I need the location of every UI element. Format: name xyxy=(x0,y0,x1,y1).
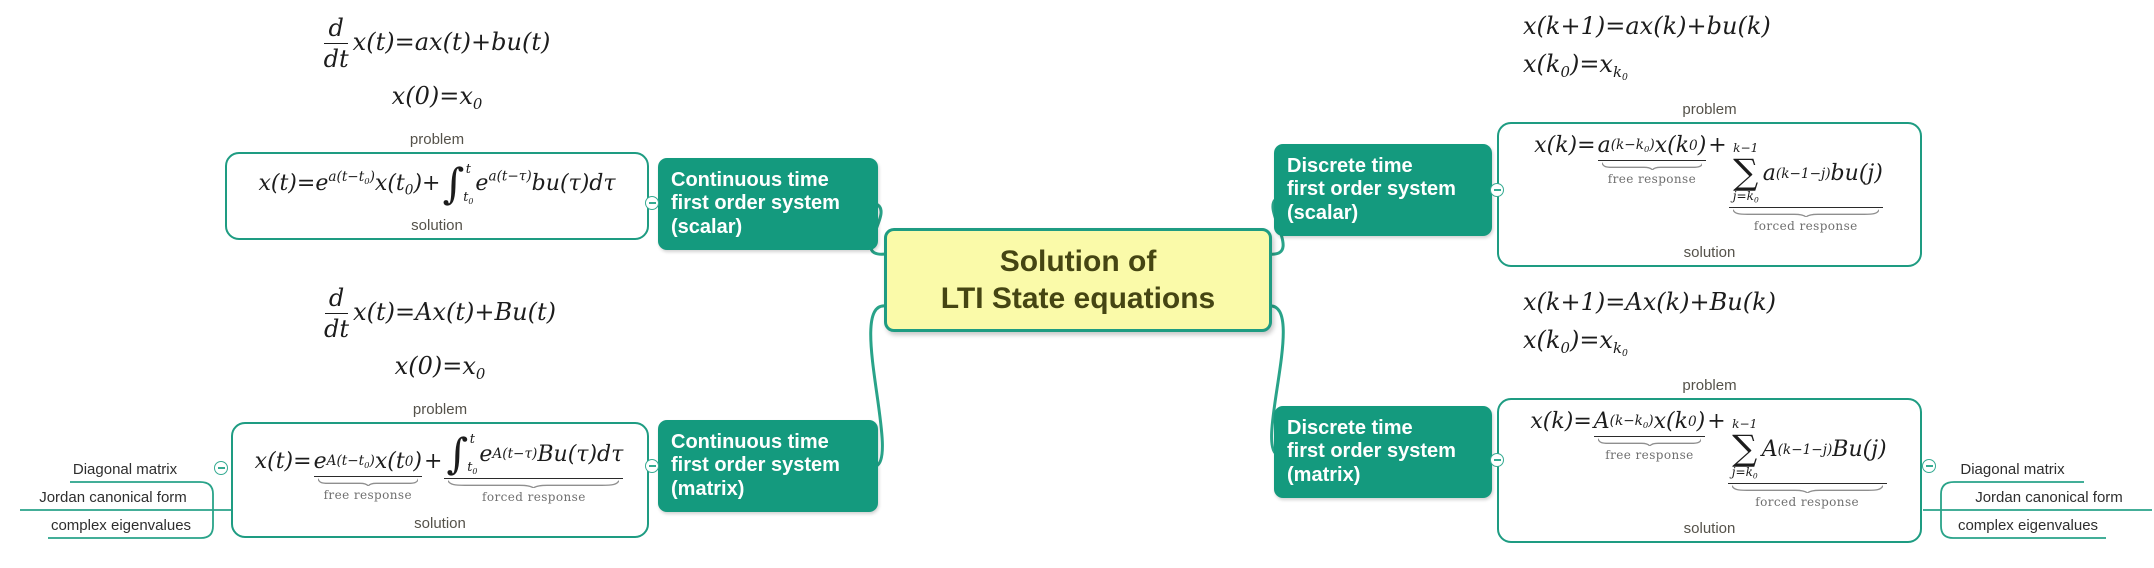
topic-label-line: first order system xyxy=(671,192,840,215)
group-discrete-matrix: x(k+1)=Ax(k)+Bu(k) x(k0)=xk0 problem x(k… xyxy=(1497,288,1922,544)
collapse-toggle-icon[interactable] xyxy=(1922,459,1936,473)
topic-discrete-scalar[interactable]: Discrete time first order system (scalar… xyxy=(1274,144,1492,236)
problem-equations: x(k+1)=ax(k)+bu(k) x(k0)=xk0 xyxy=(1497,12,1922,92)
connector-center-to-continuous-matrix xyxy=(869,304,887,468)
topic-label-line: (matrix) xyxy=(671,477,745,500)
subtopic-diagonal-matrix[interactable]: Diagonal matrix xyxy=(1960,461,2065,478)
topic-label-line: Discrete time xyxy=(1287,155,1413,177)
collapse-toggle-icon[interactable] xyxy=(645,196,659,210)
topic-label-line: Discrete time xyxy=(1287,417,1413,439)
group-discrete-scalar: x(k+1)=ax(k)+bu(k) x(k0)=xk0 problem x(k… xyxy=(1497,12,1922,268)
subtopic-complex-eigenvalues[interactable]: complex eigenvalues xyxy=(50,517,192,534)
connector-center-to-discrete-matrix xyxy=(1267,304,1285,457)
collapse-toggle-icon[interactable] xyxy=(1490,453,1504,467)
topic-label-line: first order system xyxy=(1287,178,1456,201)
equation-state: x(k+1)=ax(k)+bu(k) xyxy=(1523,12,1771,40)
topic-continuous-scalar[interactable]: Continuous time first order system (scal… xyxy=(658,158,878,250)
collapse-toggle-icon[interactable] xyxy=(645,459,659,473)
collapse-toggle-icon[interactable] xyxy=(1490,183,1504,197)
central-topic-title-line1: Solution of xyxy=(999,244,1157,278)
problem-node[interactable]: problem xyxy=(409,131,465,149)
central-topic[interactable]: Solution of LTI State equations xyxy=(884,228,1272,332)
problem-node[interactable]: problem xyxy=(1682,377,1737,395)
topic-continuous-matrix[interactable]: Continuous time first order system (matr… xyxy=(658,420,878,512)
topic-label-line: first order system xyxy=(671,454,840,477)
topic-label-line: (matrix) xyxy=(1287,463,1361,486)
problem-node[interactable]: problem xyxy=(412,401,468,419)
subtopic-jordan-canonical-form[interactable]: Jordan canonical form xyxy=(39,489,187,506)
topic-label-line: Continuous time xyxy=(671,169,829,191)
solution-label: solution xyxy=(414,515,466,533)
central-topic-title-line2: LTI State equations xyxy=(940,282,1216,315)
solution-label: solution xyxy=(1683,244,1736,262)
equation-initial-condition: x(k0)=xk0 xyxy=(1523,326,1628,360)
topic-label-line: (scalar) xyxy=(1287,201,1359,224)
topic-label-line: (scalar) xyxy=(671,215,743,238)
equation-initial-condition: x(k0)=xk0 xyxy=(1523,50,1628,84)
equation-initial-condition: x(0)=x0 xyxy=(394,352,486,384)
equation-state: x(k+1)=Ax(k)+Bu(k) xyxy=(1523,288,1777,316)
problem-equations: x(k+1)=Ax(k)+Bu(k) x(k0)=xk0 xyxy=(1497,288,1922,368)
topic-discrete-matrix[interactable]: Discrete time first order system (matrix… xyxy=(1274,406,1492,498)
subtopic-complex-eigenvalues[interactable]: complex eigenvalues xyxy=(1957,517,2099,534)
solution-label: solution xyxy=(1683,520,1736,538)
topic-label-line: Continuous time xyxy=(671,431,829,453)
solution-label: solution xyxy=(411,217,463,235)
problem-node[interactable]: problem xyxy=(1682,101,1737,119)
topic-label-line: first order system xyxy=(1287,440,1456,463)
equation-initial-condition: x(0)=x0 xyxy=(391,82,483,114)
subtopic-jordan-canonical-form[interactable]: Jordan canonical form xyxy=(1975,489,2123,506)
subtopic-diagonal-matrix[interactable]: Diagonal matrix xyxy=(72,461,178,478)
collapse-toggle-icon[interactable] xyxy=(214,461,228,475)
